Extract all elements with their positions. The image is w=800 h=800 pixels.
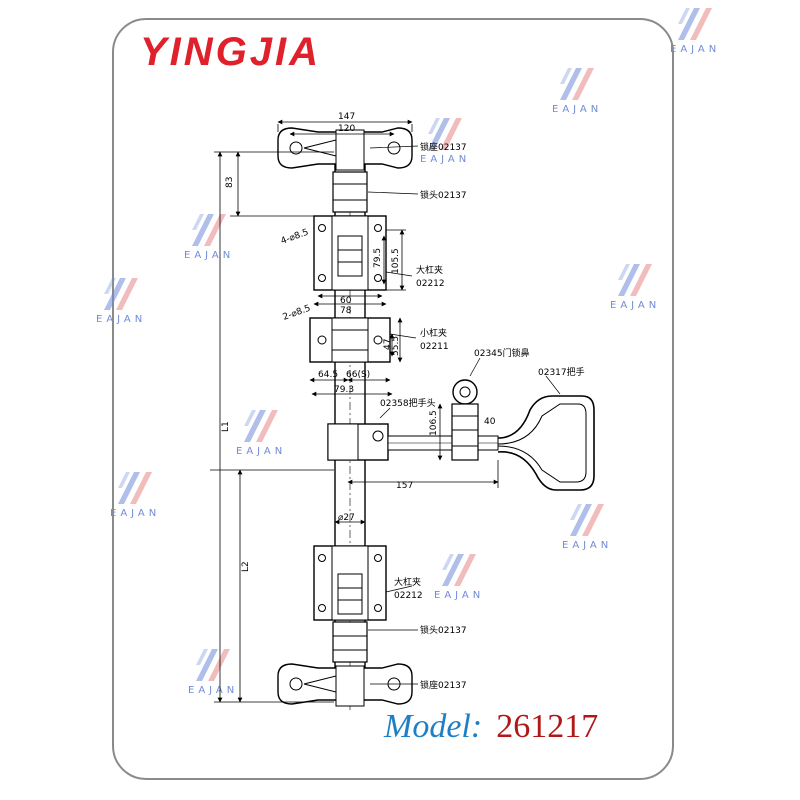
dim-h-79-5: 79.5 bbox=[373, 248, 383, 268]
dim-w-79-3: 79.3 bbox=[334, 385, 354, 395]
label-small-clamp-code: 02211 bbox=[420, 342, 449, 352]
model-label: Model: bbox=[384, 708, 483, 745]
big-clamp-bottom bbox=[313, 545, 387, 621]
dim-dia-27: ⌀27 bbox=[338, 513, 355, 523]
lock-head-bottom bbox=[332, 621, 368, 663]
label-door-lock: 02345门锁鼻 bbox=[474, 347, 530, 359]
watermark: EAJAN bbox=[96, 274, 146, 325]
watermark: EAJAN bbox=[670, 4, 720, 55]
lock-head-top bbox=[332, 171, 368, 213]
watermark-logo-icon bbox=[558, 64, 596, 102]
label-small-clamp-name: 小杠夹 bbox=[420, 327, 447, 339]
dim-w-157: 157 bbox=[396, 481, 413, 491]
dim-hole-small: 2-⌀8.5 bbox=[282, 304, 312, 323]
watermark: EAJAN bbox=[610, 260, 660, 311]
model-caption: Model: 261217 bbox=[384, 708, 598, 746]
door-lock-nose bbox=[451, 379, 479, 461]
brand-logo: YINGJIA bbox=[140, 30, 322, 74]
dim-h-106-5: 106.5 bbox=[429, 410, 439, 436]
label-lock-seat-top: 锁座02137 bbox=[420, 141, 467, 153]
watermark-logo-icon bbox=[676, 4, 714, 42]
watermark-logo-icon bbox=[102, 274, 140, 312]
label-big-clamp-bottom-code: 02212 bbox=[394, 591, 423, 601]
watermark: EAJAN bbox=[110, 468, 160, 519]
small-clamp bbox=[309, 317, 391, 363]
dim-h-105-5: 105.5 bbox=[391, 248, 401, 274]
label-handle-head: 02358把手头 bbox=[380, 397, 436, 409]
label-big-clamp-bottom-name: 大杠夹 bbox=[394, 576, 421, 588]
lock-seat-bottom bbox=[277, 663, 413, 707]
watermark-logo-icon bbox=[242, 406, 280, 444]
watermark-logo-icon bbox=[568, 500, 606, 538]
dim-offset-83: 83 bbox=[225, 177, 235, 188]
dim-h-47: 47 bbox=[383, 339, 393, 350]
watermark-logo-icon bbox=[116, 468, 154, 506]
dim-w-60: 60 bbox=[340, 296, 352, 306]
dim-w-64-5: 64.5 bbox=[318, 370, 338, 380]
label-lock-head-bottom: 锁头02137 bbox=[420, 624, 467, 636]
watermark: EAJAN bbox=[562, 500, 612, 551]
watermark: EAJAN bbox=[434, 550, 484, 601]
label-lock-seat-bottom: 锁座02137 bbox=[420, 679, 467, 691]
label-lock-head-top: 锁头02137 bbox=[420, 189, 467, 201]
dim-top-inner: 120 bbox=[338, 124, 355, 134]
big-clamp-top bbox=[313, 215, 387, 291]
dim-w-78: 78 bbox=[340, 306, 352, 316]
dim-w-40: 40 bbox=[484, 417, 496, 427]
watermark: EAJAN bbox=[420, 114, 470, 165]
watermark: EAJAN bbox=[552, 64, 602, 115]
watermark-logo-icon bbox=[426, 114, 464, 152]
dim-w-66: 66(S) bbox=[346, 370, 370, 380]
label-big-clamp-top-name: 大杠夹 bbox=[416, 264, 443, 276]
watermark-logo-icon bbox=[616, 260, 654, 298]
watermark-logo-icon bbox=[440, 550, 478, 588]
dim-h-55-5: 55.5 bbox=[391, 336, 401, 356]
label-handle: 02317把手 bbox=[538, 366, 585, 378]
dim-len-l1: L1 bbox=[221, 421, 231, 432]
label-big-clamp-top-code: 02212 bbox=[416, 279, 445, 289]
watermark: EAJAN bbox=[236, 406, 286, 457]
model-number: 261217 bbox=[496, 708, 599, 745]
handle bbox=[497, 395, 595, 491]
dim-top-outer: 147 bbox=[338, 112, 355, 122]
dim-len-l2: L2 bbox=[241, 561, 251, 572]
dim-hole-large: 4-⌀8.5 bbox=[280, 228, 310, 247]
